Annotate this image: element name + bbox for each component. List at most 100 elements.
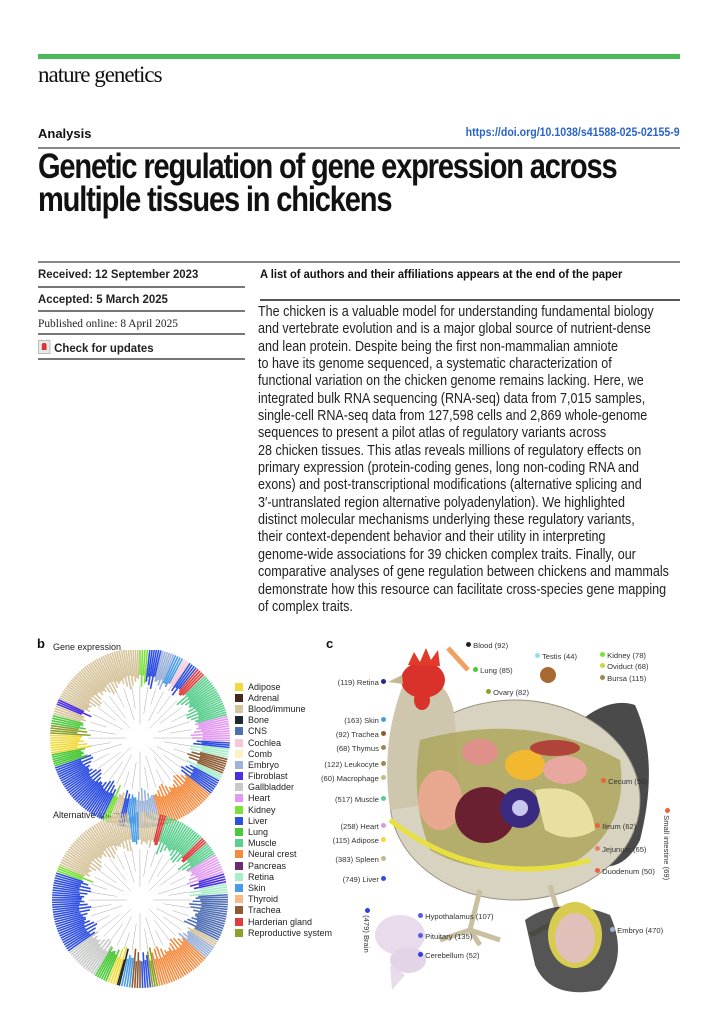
dendrogram-leaf [181,837,204,859]
circular-dendrograms [50,650,231,988]
dendrogram-leaf [52,886,80,893]
dendrogram-leaf [196,920,223,932]
dendrogram-leaf [73,675,95,696]
dendrogram-leaf [187,930,215,949]
legend-item: Gallbladder [235,782,332,793]
dendrogram-branch [109,923,124,942]
dendrogram-leaf [153,650,162,677]
dendrogram-leaf [180,774,208,800]
dendrogram-branch [97,707,117,721]
dendrogram-leaf [147,650,156,686]
dendrogram-leaf [190,732,230,737]
dendrogram-leaf [89,662,111,694]
dendrogram-leaf [164,656,179,685]
legend-item: Skin [235,882,332,893]
dendrogram-leaf [180,765,215,790]
published-date: Published online: 8 April 2025 [38,316,178,330]
legend-swatch [235,716,243,725]
marker-dot-icon [381,775,386,780]
dendrogram-leaf [194,914,225,925]
blood-vessel-icon [446,646,470,672]
label-text: (115) Adipose [332,836,379,845]
label-text: (258) Heart [340,822,379,831]
dendrogram-leaf [191,916,224,930]
dendrogram-leaf [196,916,225,927]
dendrogram-leaf [161,653,173,680]
authors-note: A list of authors and their affiliations… [260,267,623,281]
dendrogram-leaf [190,856,218,873]
dendrogram-leaf [180,769,212,794]
dendrogram-leaf [157,651,169,681]
dendrogram-leaf [142,650,146,676]
dendrogram-branch [163,916,182,931]
label-text: Bursa (115) [607,674,647,683]
doi-link[interactable]: https://doi.org/10.1038/s41588-025-02155… [465,127,680,139]
marker-dot-icon [595,868,600,873]
dendrogram-leaf [180,680,211,706]
legend-swatch [235,872,243,881]
small-intestine-label: Small intestine (69) [662,808,671,880]
legend-item: Muscle [235,838,332,849]
legend-item: Harderian gland [235,916,332,927]
dendrogram-leaf [201,888,228,894]
dendrogram-branch [115,691,125,707]
dendrogram-leaf [52,900,85,904]
dendrogram-branch [157,695,171,715]
dendrogram-branch [155,930,164,946]
dendrogram-leaf [158,654,175,690]
dendrogram-leaf [179,785,199,808]
marker-dot-icon [595,823,600,828]
dendrogram-leaf [184,780,206,801]
dendrogram-leaf [50,724,79,731]
legend-swatch [235,906,243,915]
tissue-label: (122) Leukocyte [276,760,386,769]
dendrogram-leaf [111,816,122,844]
dendrogram-leaf [148,812,154,841]
dendrogram-leaf [184,684,214,706]
tissue-label: (517) Muscle [276,795,386,804]
abstract-line: 28 chicken tissues. This atlas reveals m… [258,442,642,459]
dendrogram-leaf [195,766,221,780]
dendrogram-branch [157,721,190,733]
dendrogram-leaf [106,796,118,823]
dendrogram-leaf [57,701,92,718]
abstract-line: integrated bulk RNA sequencing (RNA-seq)… [258,390,646,407]
dendrogram-leaf [107,956,119,983]
dendrogram-leaf [103,953,117,981]
dendrogram-leaf [180,944,201,966]
legend-swatch [235,861,243,870]
dendrogram-branch [94,876,124,892]
label-text: Oviduct (68) [607,662,649,671]
dendrogram-leaf [170,829,195,861]
legend-swatch [235,704,243,713]
tissue-label: (383) Spleen [276,855,386,864]
legend-label: Neural crest [248,849,297,860]
dendrogram-leaf [74,780,96,801]
dendrogram-branch [173,748,190,755]
dendrogram-leaf [62,690,90,709]
dendrogram-branch [123,851,135,883]
dendrogram-leaf [118,650,129,687]
dendrogram-leaf [68,775,91,794]
dendrogram-leaf [172,937,199,967]
dendrogram-leaf [168,786,188,816]
dendrogram-leaf [188,688,216,707]
dendrogram-leaf [56,756,94,774]
abstract-line: and lean protein. Despite being the firs… [258,338,618,355]
check-for-updates-button[interactable]: Check for updates [38,340,154,355]
dendrogram-leaf [134,650,138,678]
tissue-label: (92) Trachea [276,730,386,739]
brain-region-label: Cerebellum (52) [418,951,480,960]
dendrogram-leaf [50,732,91,737]
legend-swatch [235,839,243,848]
legend-swatch [235,794,243,803]
dendrogram-leaf [94,792,110,817]
dendrogram-leaf [120,650,128,677]
dendrogram-leaf [176,677,208,706]
dendrogram-leaf [199,909,227,916]
legend-item: Adrenal [235,692,332,703]
dendrogram-leaf [187,934,212,953]
dendrogram-leaf [69,930,99,954]
dendrogram-leaf [53,884,92,893]
dendrogram-leaf [193,768,219,784]
